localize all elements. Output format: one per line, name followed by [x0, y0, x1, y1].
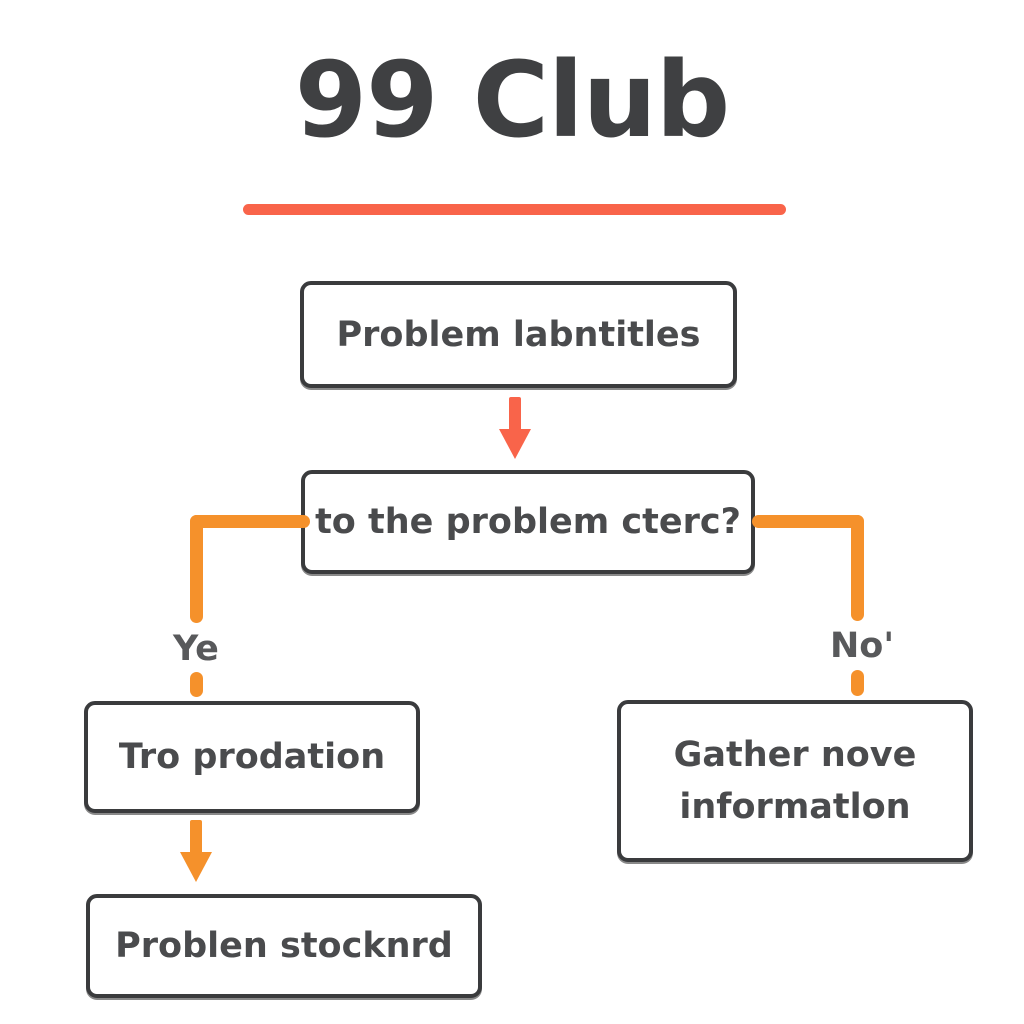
node-no-branch-label-line1: Gather nove [673, 734, 917, 775]
node-decision[interactable]: to the problem cterc? [301, 470, 755, 574]
arrow-shaft [509, 397, 521, 437]
connector-no-vertical-top [851, 515, 864, 621]
arrow-head [499, 429, 531, 459]
branch-label-yes: Ye [173, 629, 219, 669]
connector-no-vertical-bottom [851, 670, 864, 696]
node-decision-label: to the problem cterc? [315, 502, 741, 542]
arrow-head [180, 852, 212, 882]
title-underline-rule [243, 204, 786, 215]
connector-yes-vertical-bottom [190, 672, 203, 697]
node-problem-identified[interactable]: Problem labntitles [300, 281, 737, 388]
node-yes-branch[interactable]: Tro prodation [84, 701, 420, 813]
node-no-branch-label-line2: informatlon [679, 787, 911, 827]
connector-no-horizontal [752, 515, 864, 528]
connector-yes-horizontal [190, 515, 310, 528]
node-final-label: Problen stocknrd [115, 926, 453, 966]
branch-label-no: No' [830, 626, 895, 666]
connector-yes-vertical-top [190, 515, 203, 623]
node-final[interactable]: Problen stocknrd [86, 894, 482, 998]
node-problem-identified-label: Problem labntitles [336, 314, 701, 355]
node-yes-branch-label: Tro prodation [118, 737, 386, 777]
page-title: 99 Club [294, 39, 730, 161]
arrow-shaft [190, 820, 202, 860]
node-no-branch[interactable]: Gather nove informatlon [617, 700, 973, 862]
